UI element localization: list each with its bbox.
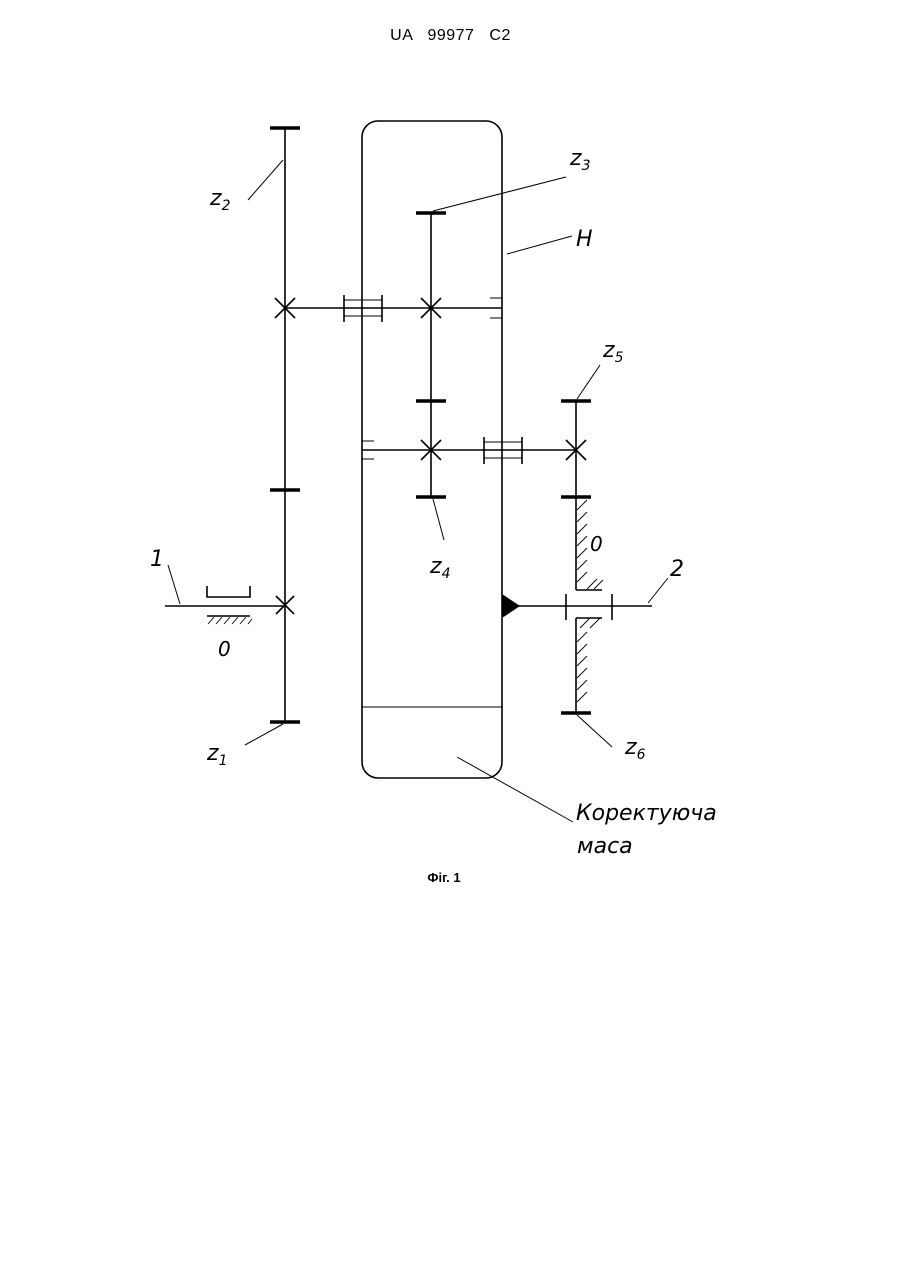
label-z1: z1 (206, 741, 227, 769)
upper-shaft (285, 295, 502, 322)
label-z4: z4 (429, 554, 450, 582)
output-shaft (502, 594, 652, 620)
label-shaft-1: 1 (150, 547, 164, 572)
label-z2: z2 (209, 186, 231, 214)
label-mass-line1: Коректуюча (576, 801, 717, 826)
kinematic-diagram: z2 z3 H z5 0 z4 1 2 0 z1 z6 Коректуюча м… (0, 0, 901, 900)
label-fixed-left: 0 (218, 637, 231, 661)
label-z5: z5 (602, 338, 624, 366)
lower-shaft (362, 437, 576, 464)
label-z6: z6 (624, 735, 646, 763)
figure-caption: Фіг. 1 (0, 870, 888, 885)
leader-lines (168, 160, 668, 822)
gear-z3-z4 (416, 213, 446, 497)
input-shaft (165, 586, 285, 624)
label-carrier-h: H (576, 227, 593, 252)
gear-z6-housing (561, 497, 603, 713)
label-shaft-2: 2 (670, 557, 684, 582)
gear-z5 (561, 401, 591, 497)
gear-z1-z2 (270, 128, 300, 722)
label-mass-line2: маса (577, 834, 633, 859)
label-fixed-right: 0 (590, 532, 603, 556)
label-z3: z3 (569, 146, 590, 174)
